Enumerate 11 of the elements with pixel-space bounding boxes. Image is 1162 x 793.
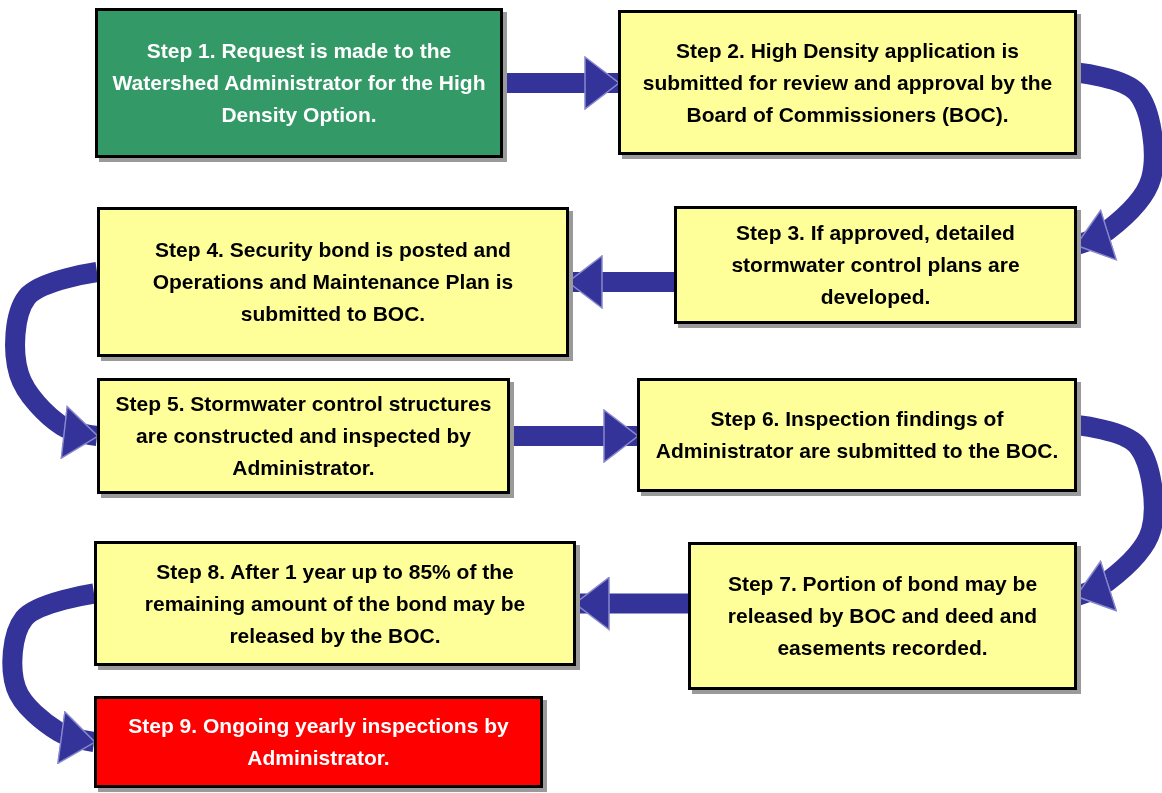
block-arrow	[2, 583, 96, 764]
step-text: Step 7. Portion of bond may be released by BOC and deed and easements recorded.	[726, 571, 1039, 661]
step-text: Step 6. Inspection findings of Administrator are submitted to the BOC.	[654, 406, 1060, 464]
step-text: Step 3. If approved, detailed stormwater control plans are developed.	[730, 220, 1021, 310]
step-text: Step 1. Request is made to the Watershed Administrator for the High Density Option.	[112, 38, 486, 128]
step-text: Step 5. Stormwater control structures are constructed and inspected by Administrator.	[114, 391, 493, 481]
block-arrow	[5, 262, 99, 459]
step-text: Step 4. Security bond is posted and Operations and Maintenance Plan is submitted to BOC.	[151, 237, 515, 327]
step-text: Step 8. After 1 year up to 85% of the remaining amount of the bond may be released by the BOC.	[143, 558, 527, 649]
step-text: Step 9. Ongoing yearly inspections by Administrator.	[127, 713, 510, 771]
step-text: Step 2. High Density application is submitted for review and approval by the Board of Commissioners (BOC).	[641, 37, 1054, 128]
